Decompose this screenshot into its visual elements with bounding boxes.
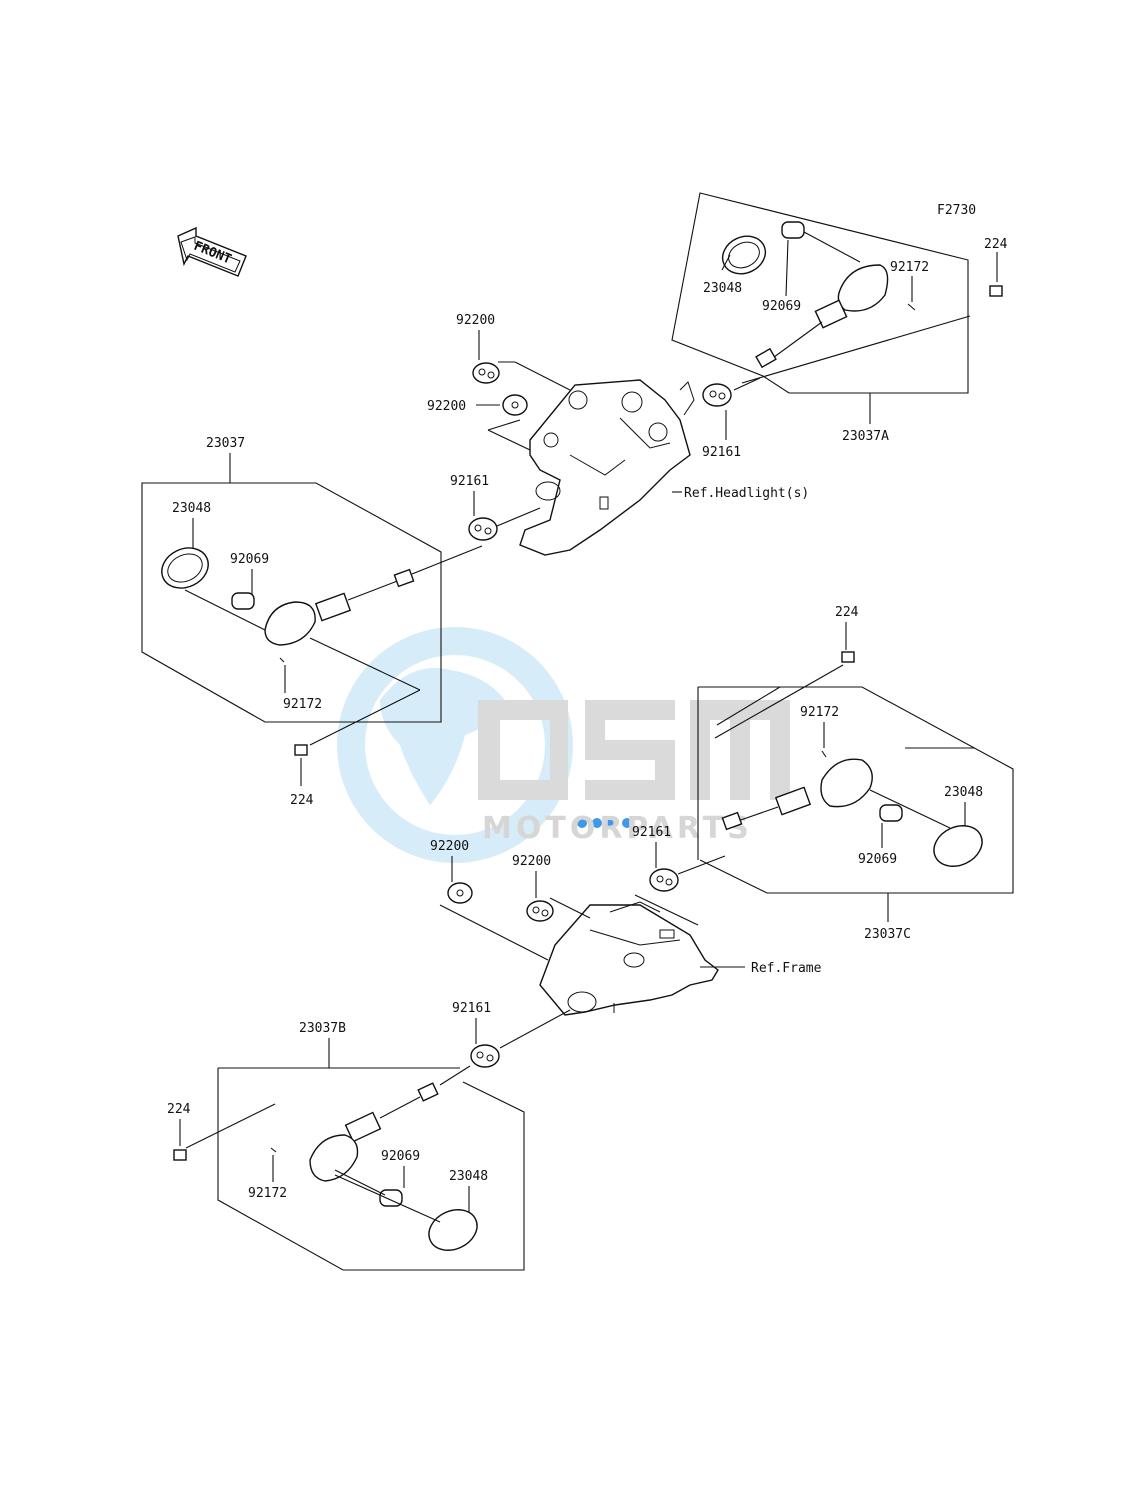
screw-icon xyxy=(270,1147,277,1153)
damper-icon xyxy=(649,868,679,892)
bulb-icon xyxy=(781,221,805,239)
ref-frame: Ref.Frame xyxy=(751,961,822,976)
label-bulb: 92069 xyxy=(858,852,897,867)
figure-code: F2730 xyxy=(937,203,976,218)
front-left-turn-signal-group: 23037 23048 92069 92172 224 xyxy=(141,436,541,808)
bulb-icon xyxy=(231,592,255,610)
bolt-icon xyxy=(294,744,308,756)
rear-left-turn-signal-group: 23037B 92161 92172 92069 23048 xyxy=(167,1001,571,1271)
lens-icon xyxy=(428,1209,478,1251)
screw-icon xyxy=(821,750,827,758)
label-assembly: 23037A xyxy=(842,429,889,444)
rear-frame-icon xyxy=(539,901,719,1016)
grommet-icon xyxy=(526,900,554,922)
grommet-icon xyxy=(447,882,473,904)
label-grommet-a: 92200 xyxy=(430,839,469,854)
turn-signal-housing-icon xyxy=(264,568,415,646)
screw-icon xyxy=(907,303,916,311)
label-lens: 23048 xyxy=(944,785,983,800)
turn-signal-housing-icon xyxy=(309,1082,439,1182)
label-lens: 23048 xyxy=(703,281,742,296)
watermark-subtext: MOTORPARTS xyxy=(482,811,753,846)
ref-headlight: Ref.Headlight(s) xyxy=(684,486,809,501)
label-assembly: 23037B xyxy=(299,1021,346,1036)
assembly-outline-23037C xyxy=(698,686,1014,894)
bolt-icon xyxy=(173,1149,187,1161)
front-right-turn-signal-group: 23048 92069 92172 224 92161 23037A xyxy=(671,192,1008,460)
label-bulb: 92069 xyxy=(230,552,269,567)
bulb-icon xyxy=(879,804,903,822)
label-damper: 92161 xyxy=(452,1001,491,1016)
bolt-icon xyxy=(841,651,855,663)
turn-signal-housing-icon xyxy=(755,264,889,369)
label-lens: 23048 xyxy=(449,1169,488,1184)
assembly-outline-23037A xyxy=(671,192,969,394)
label-bolt: 224 xyxy=(167,1102,191,1117)
label-damper: 92161 xyxy=(632,825,671,840)
lens-icon xyxy=(161,547,209,589)
label-screw: 92172 xyxy=(890,260,929,275)
lens-icon xyxy=(933,825,983,867)
grommet-icon xyxy=(502,394,528,416)
front-arrow-icon: FRONT xyxy=(177,226,247,277)
label-lens: 23048 xyxy=(172,501,211,516)
assembly-outline-23037 xyxy=(141,482,442,723)
label-grommet-a: 92200 xyxy=(456,313,495,328)
assembly-outline-23037B xyxy=(217,1067,525,1271)
grommet-icon xyxy=(472,362,500,384)
turn-signal-housing-icon xyxy=(721,758,873,831)
rear-right-turn-signal-group: 224 92172 92069 23048 23037C 92161 xyxy=(632,605,1014,942)
label-damper: 92161 xyxy=(702,445,741,460)
bolt-icon xyxy=(989,285,1003,297)
label-assembly: 23037 xyxy=(206,436,245,451)
label-damper: 92161 xyxy=(450,474,489,489)
label-screw: 92172 xyxy=(248,1186,287,1201)
label-bulb: 92069 xyxy=(762,299,801,314)
damper-icon xyxy=(468,517,498,541)
label-screw: 92172 xyxy=(800,705,839,720)
label-screw: 92172 xyxy=(283,697,322,712)
damper-icon xyxy=(470,1044,500,1068)
label-assembly: 23037C xyxy=(864,927,911,942)
label-bulb: 92069 xyxy=(381,1149,420,1164)
screw-icon xyxy=(279,657,285,663)
label-grommet-b: 92200 xyxy=(512,854,551,869)
label-grommet-b: 92200 xyxy=(427,399,466,414)
label-bolt: 224 xyxy=(984,237,1008,252)
headlight-bracket-icon xyxy=(519,379,695,556)
label-bolt: 224 xyxy=(290,793,314,808)
label-bolt: 224 xyxy=(835,605,859,620)
lens-icon xyxy=(721,235,767,275)
damper-icon xyxy=(702,383,732,407)
watermark: MOTORPARTS xyxy=(337,627,790,863)
